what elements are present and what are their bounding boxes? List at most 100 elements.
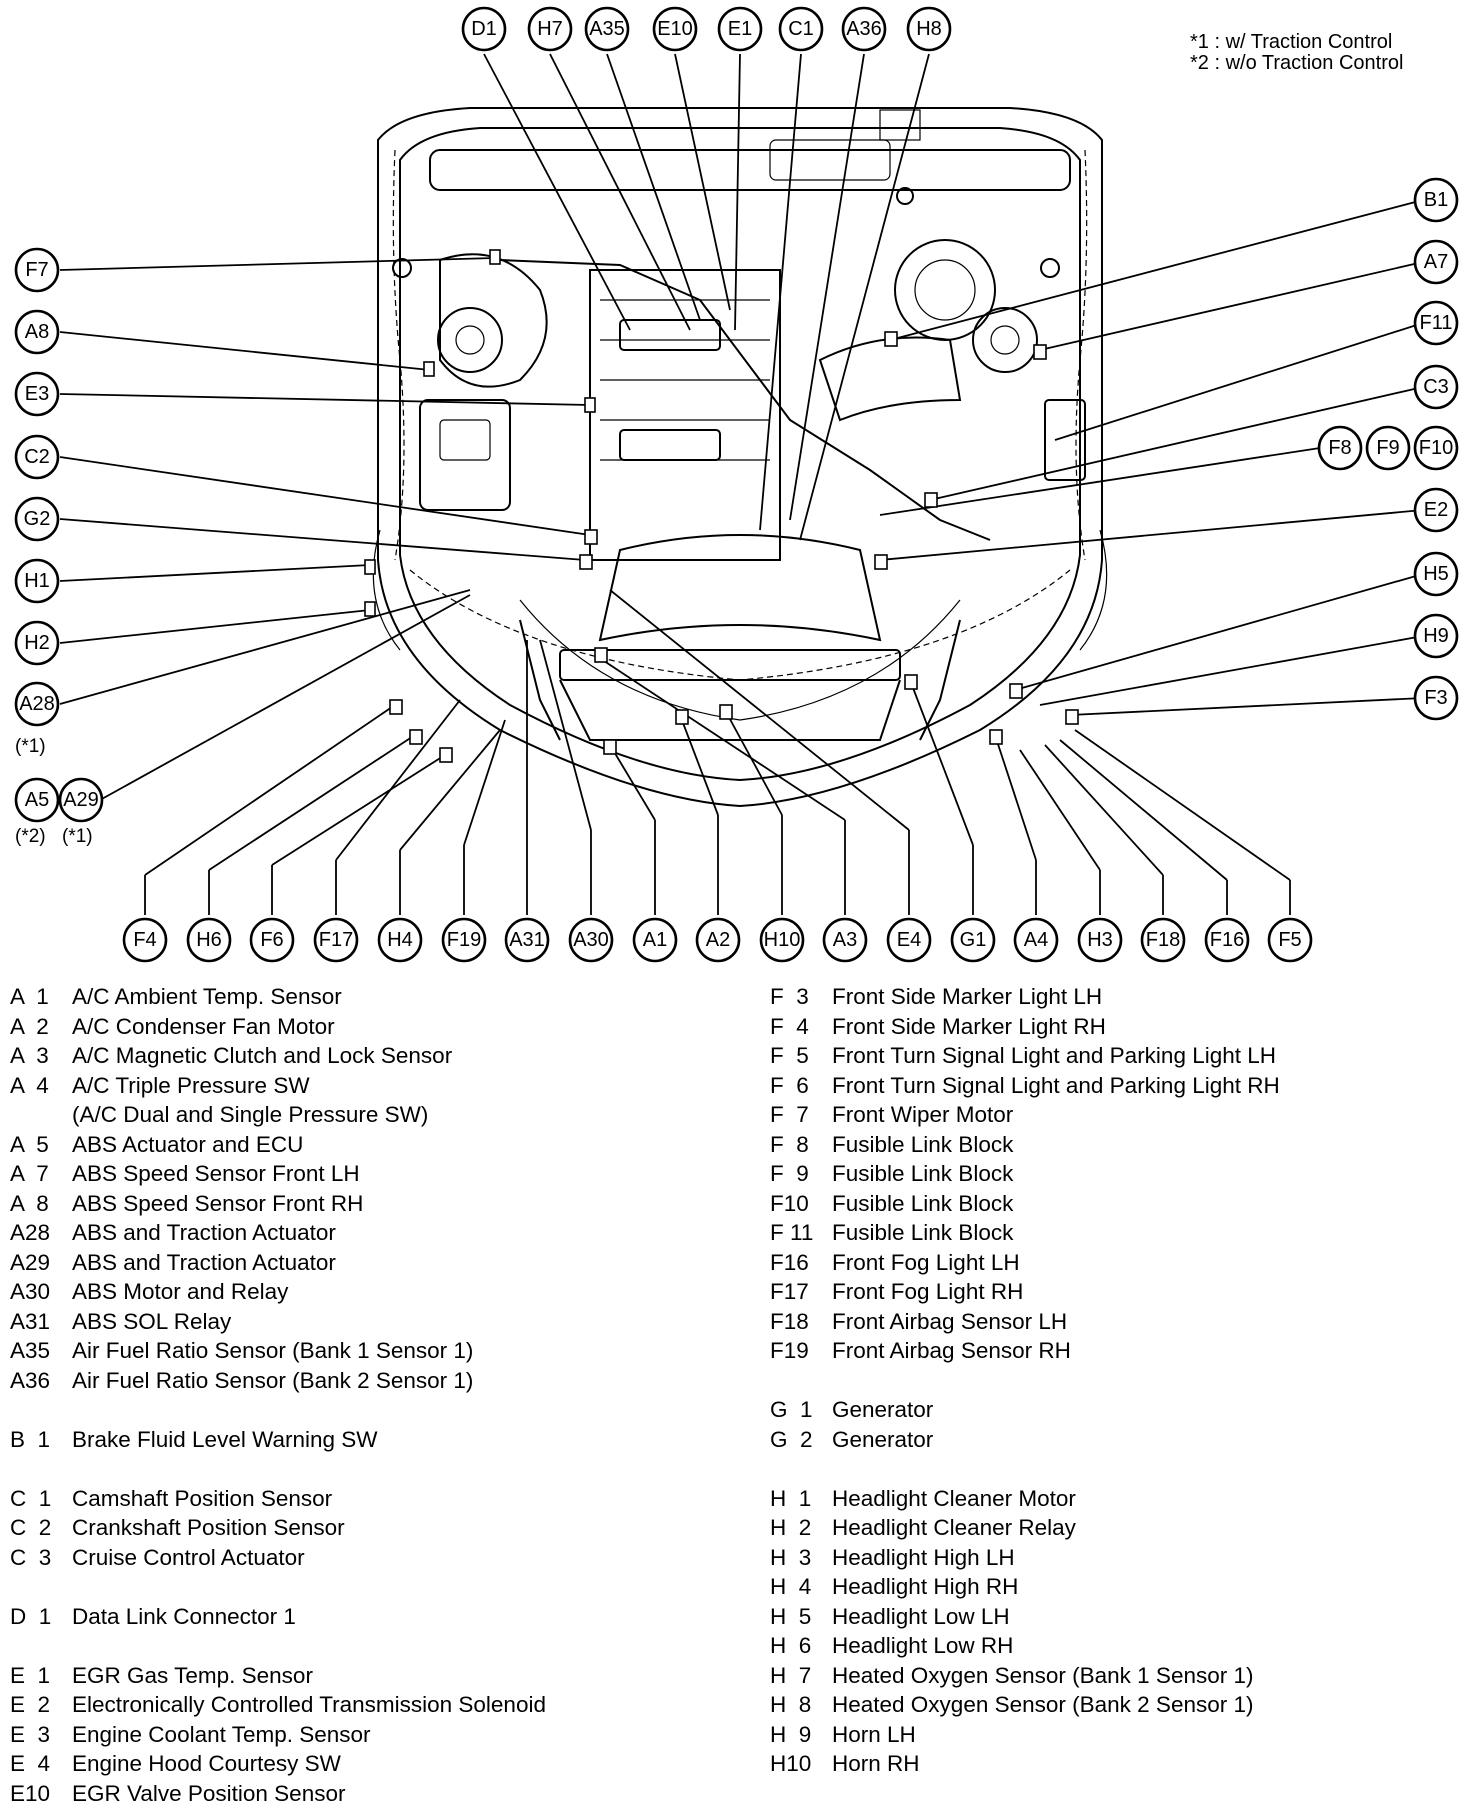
legend-row (10, 1454, 750, 1484)
legend-component-name: Fusible Link Block (832, 1220, 1013, 1245)
svg-text:F7: F7 (25, 259, 48, 281)
legend-code: F19 (770, 1336, 832, 1366)
legend-code: H 7 (770, 1661, 832, 1691)
connectors (365, 250, 1078, 762)
legend-code: A 2 (10, 1012, 72, 1042)
legend-row (10, 1395, 750, 1425)
legend-component-name: Front Wiper Motor (832, 1102, 1013, 1127)
svg-text:F5: F5 (1278, 929, 1301, 951)
callout-B1: B1 (1415, 179, 1457, 221)
legend-component-name: Front Side Marker Light RH (832, 1014, 1106, 1039)
svg-text:F10: F10 (1419, 437, 1453, 459)
svg-text:A30: A30 (573, 929, 609, 951)
svg-text:H1: H1 (24, 570, 50, 592)
legend-component-name: Electronically Controlled Transmission S… (72, 1692, 546, 1717)
legend-component-name: (A/C Dual and Single Pressure SW) (72, 1102, 428, 1127)
svg-text:H8: H8 (916, 18, 942, 40)
legend-component-name: Front Airbag Sensor RH (832, 1338, 1071, 1363)
legend-code: F 9 (770, 1159, 832, 1189)
svg-text:F11: F11 (1420, 312, 1453, 334)
callout-A35: A35 (586, 8, 628, 50)
legend-code: F17 (770, 1277, 832, 1307)
legend-code: H 9 (770, 1720, 832, 1750)
svg-text:A29: A29 (63, 789, 99, 811)
callout-A5: A5 (16, 779, 58, 821)
svg-text:E2: E2 (1424, 499, 1448, 521)
callout-F7: F7 (16, 249, 58, 291)
callout-H8: H8 (908, 8, 950, 50)
legend-code: H 6 (770, 1631, 832, 1661)
svg-text:A1: A1 (643, 929, 667, 951)
svg-text:B1: B1 (1424, 189, 1448, 211)
svg-text:A4: A4 (1024, 929, 1048, 951)
svg-text:H5: H5 (1423, 563, 1449, 585)
legend-component-name: Data Link Connector 1 (72, 1604, 296, 1629)
svg-text:A28: A28 (19, 693, 55, 715)
legend-code: F 7 (770, 1100, 832, 1130)
legend-code: B 1 (10, 1425, 72, 1455)
legend-code: C 1 (10, 1484, 72, 1514)
legend-code: H 4 (770, 1572, 832, 1602)
callout-E2: E2 (1415, 489, 1457, 531)
callout-A31: A31 (506, 919, 548, 961)
callout-E10: E10 (654, 8, 696, 50)
legend-component-name: ABS and Traction Actuator (72, 1250, 336, 1275)
svg-text:F4: F4 (133, 929, 156, 951)
callout-F6: F6 (251, 919, 293, 961)
legend-row (10, 1631, 750, 1661)
legend-component-name: Headlight Low RH (832, 1633, 1013, 1658)
legend-code: F 3 (770, 982, 832, 1012)
callout-F9: F9 (1367, 427, 1409, 469)
svg-text:E3: E3 (25, 383, 49, 405)
legend-component-name: Engine Coolant Temp. Sensor (72, 1722, 371, 1747)
legend-component-name: Horn LH (832, 1722, 916, 1747)
legend-code: A 3 (10, 1041, 72, 1071)
legend-code: F 6 (770, 1071, 832, 1101)
legend-code: G 1 (770, 1395, 832, 1425)
callout-H7: H7 (529, 8, 571, 50)
callout-A8: A8 (16, 311, 58, 353)
legend-component-name: Headlight Cleaner Relay (832, 1515, 1076, 1540)
callout-A28: A28 (16, 683, 58, 725)
legend-component-name: Crankshaft Position Sensor (72, 1515, 345, 1540)
callout-A2: A2 (697, 919, 739, 961)
legend-component-name: Engine Hood Courtesy SW (72, 1751, 341, 1776)
callout-C2: C2 (16, 436, 58, 478)
legend-component-name: EGR Valve Position Sensor (72, 1781, 345, 1806)
callout-A4: A4 (1015, 919, 1057, 961)
svg-text:H2: H2 (24, 632, 50, 654)
callout-A3: A3 (824, 919, 866, 961)
legend-component-name: Heated Oxygen Sensor (Bank 2 Sensor 1) (832, 1692, 1253, 1717)
legend-component-name: Fusible Link Block (832, 1132, 1013, 1157)
legend-code: C 3 (10, 1543, 72, 1573)
svg-text:A8: A8 (25, 321, 49, 343)
legend-code: H 1 (770, 1484, 832, 1514)
svg-text:F19: F19 (447, 929, 481, 951)
svg-text:H10: H10 (764, 929, 801, 951)
legend-code: A30 (10, 1277, 72, 1307)
svg-text:A5: A5 (25, 789, 49, 811)
legend-component-name: ABS Motor and Relay (72, 1279, 288, 1304)
legend-component-name: Generator (832, 1397, 933, 1422)
callout-C1: C1 (780, 8, 822, 50)
legend-row (10, 1572, 750, 1602)
legend-code: G 2 (770, 1425, 832, 1455)
